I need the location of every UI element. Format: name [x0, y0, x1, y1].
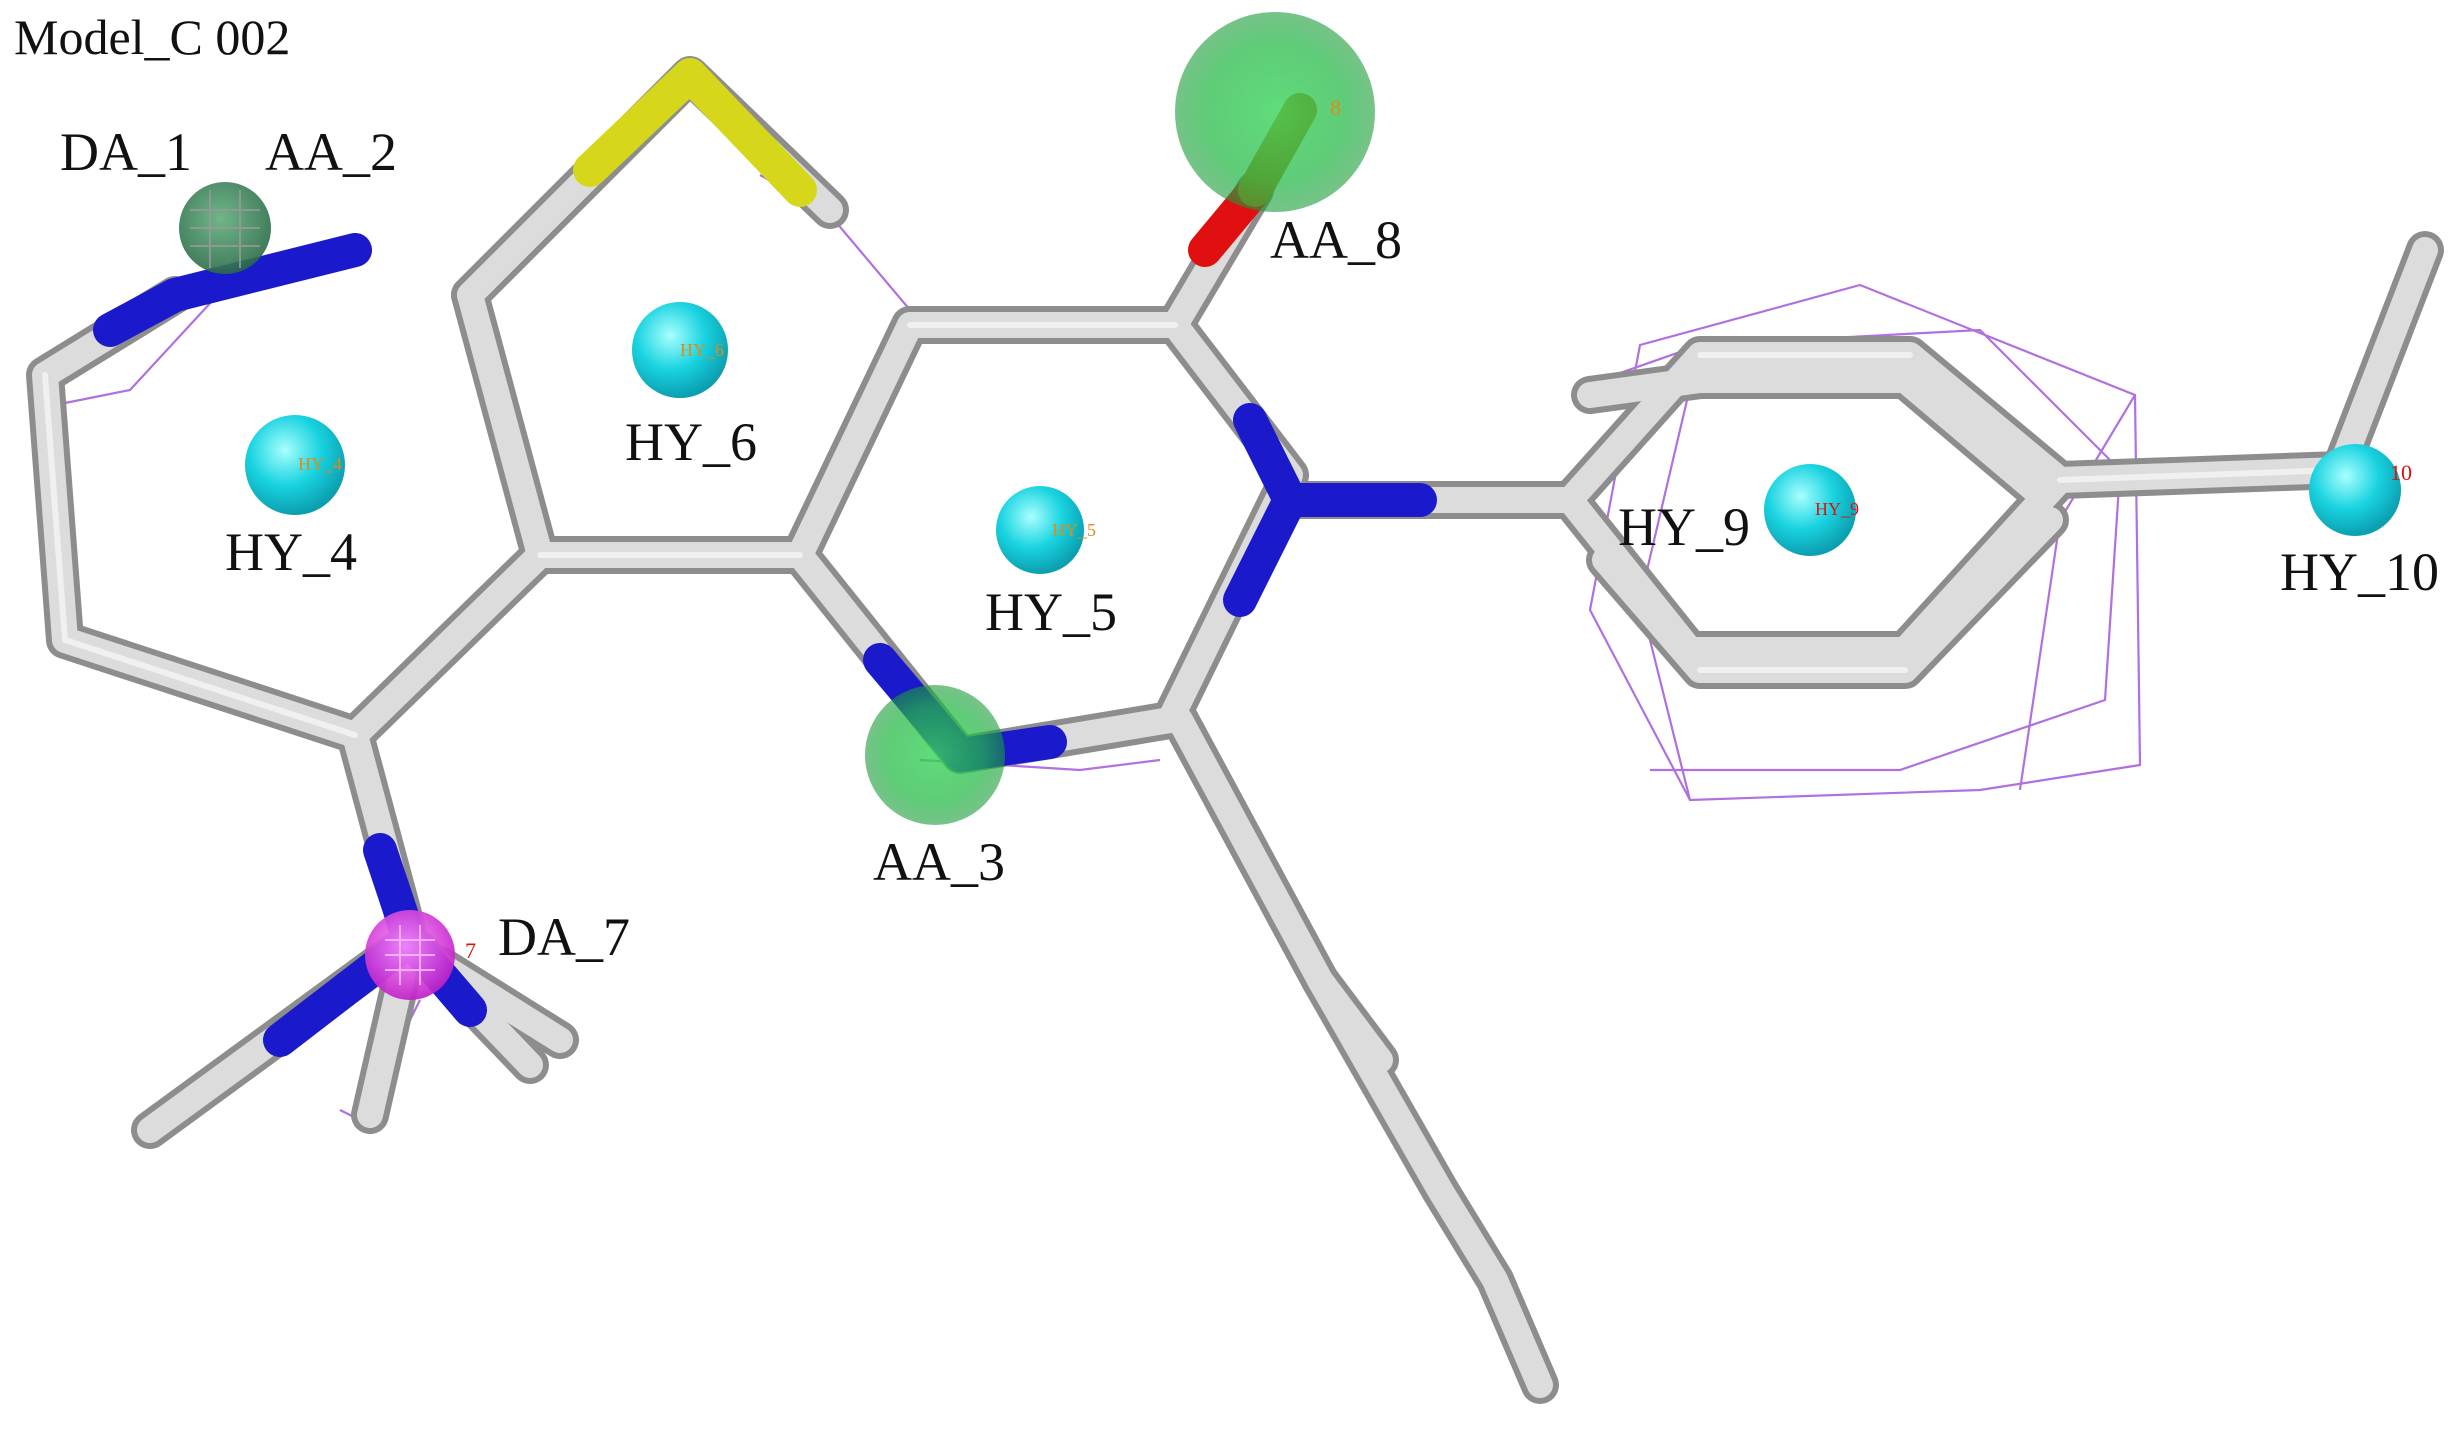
- aa-8-label: AA_8: [1270, 210, 1402, 270]
- da-7-mini-label: 7: [465, 938, 476, 963]
- feature-HY_5[interactable]: HY_5 HY_5: [985, 486, 1117, 642]
- hy-6-sphere[interactable]: [632, 302, 728, 398]
- feature-HY_9[interactable]: HY_9 HY_9: [1618, 464, 1859, 557]
- feature-AA_2[interactable]: AA_2: [265, 122, 397, 182]
- hy-5-label: HY_5: [985, 582, 1117, 642]
- feature-HY_10[interactable]: 10 HY_10: [2280, 444, 2439, 602]
- hy-4-mini-label: HY_4: [298, 454, 342, 474]
- model-title: Model_C 002: [14, 9, 290, 65]
- molecule-structure: [26, 56, 2444, 1404]
- feature-DA_7[interactable]: 7 DA_7: [365, 907, 630, 1000]
- feature-AA_3[interactable]: AA_3: [865, 685, 1005, 892]
- hy-6-mini-label: HY_6: [680, 340, 724, 360]
- hy-10-sphere[interactable]: [2309, 444, 2401, 536]
- feature-AA_8[interactable]: 8 AA_8: [1175, 12, 1402, 270]
- feature-DA_1[interactable]: DA_1: [60, 122, 271, 274]
- hy-10-mini-label: 10: [2390, 460, 2412, 485]
- aa-3-sphere[interactable]: [865, 685, 1005, 825]
- aa-8-sphere[interactable]: [1175, 12, 1375, 212]
- aa-2-label: AA_2: [265, 122, 397, 182]
- aa-3-label: AA_3: [873, 832, 1005, 892]
- feature-HY_4[interactable]: HY_4 HY_4: [225, 415, 357, 582]
- hy-9-sphere[interactable]: [1764, 464, 1856, 556]
- hy-4-label: HY_4: [225, 522, 357, 582]
- da-7-label: DA_7: [498, 907, 630, 967]
- hy-6-label: HY_6: [625, 412, 757, 472]
- hy-9-label: HY_9: [1618, 497, 1750, 557]
- feature-HY_6[interactable]: HY_6 HY_6: [625, 302, 757, 472]
- hy-4-sphere[interactable]: [245, 415, 345, 515]
- hy-9-mini-label: HY_9: [1815, 499, 1859, 519]
- da-1-label: DA_1: [60, 122, 192, 182]
- aa-8-mini-label: 8: [1330, 95, 1341, 120]
- hy-5-mini-label: HY_5: [1052, 520, 1096, 540]
- hy-10-label: HY_10: [2280, 542, 2439, 602]
- hy-5-sphere[interactable]: [996, 486, 1084, 574]
